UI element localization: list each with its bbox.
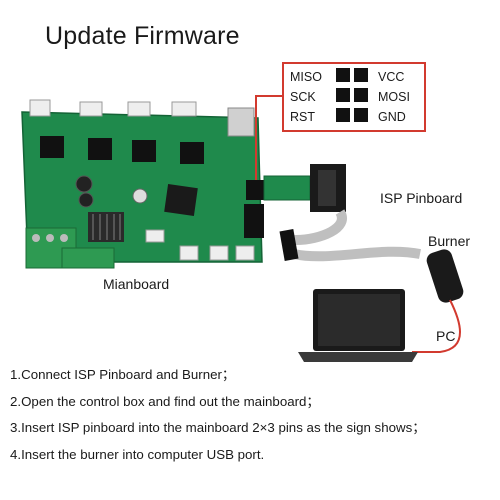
pin-square xyxy=(354,108,368,122)
isp-pinboard-label: ISP Pinboard xyxy=(380,190,463,206)
pin-label-vcc: VCC xyxy=(378,70,405,84)
pin-square xyxy=(336,108,350,122)
pin-label-rst: RST xyxy=(290,110,315,124)
pin-label-sck: SCK xyxy=(290,90,316,104)
instruction-steps: 1.Connect ISP Pinboard and Burner； 2.Ope… xyxy=(10,362,426,468)
mainboard-label: Mianboard xyxy=(103,276,170,292)
ribbon-cable xyxy=(279,209,421,262)
burner-label: Burner xyxy=(428,233,471,249)
pin-square xyxy=(336,88,350,102)
pin-label-miso: MISO xyxy=(290,70,322,84)
laptop-illustration xyxy=(298,289,418,362)
burner-illustration xyxy=(426,249,464,303)
pin-square xyxy=(336,68,350,82)
pc-label: PC xyxy=(436,328,456,344)
pin-square xyxy=(354,88,368,102)
step-4: 4.Insert the burner into computer USB po… xyxy=(10,446,265,462)
pin-square xyxy=(354,68,368,82)
step-2: 2.Open the control box and find out the … xyxy=(10,393,320,409)
pin-label-mosi: MOSI xyxy=(378,90,410,104)
step-1: 1.Connect ISP Pinboard and Burner； xyxy=(10,367,236,382)
pin-label-gnd: GND xyxy=(378,110,406,124)
page-title: Update Firmware xyxy=(45,22,240,50)
step-3: 3.Insert ISP pinboard into the mainboard… xyxy=(10,420,426,435)
isp-pinboard-illustration xyxy=(263,164,346,212)
mainboard-illustration xyxy=(21,99,264,269)
isp-pinout-legend: MISO SCK RST VCC MOSI GND xyxy=(282,62,426,132)
